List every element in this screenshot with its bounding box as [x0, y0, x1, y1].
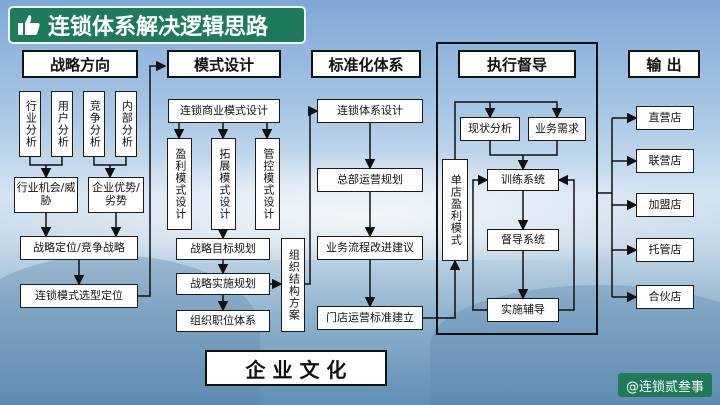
org-position-system-box: 组织职位体系 [176, 310, 270, 332]
store-operation-standard-box: 门店运营标准建立 [317, 306, 423, 330]
header-model-design: 模式设计 [167, 50, 281, 78]
execution-section-frame [436, 42, 598, 335]
business-needs-box: 业务需求 [528, 117, 586, 141]
header-execution: 执行督导 [458, 50, 576, 78]
opportunity-threat-box: 行业机会/威胁 [14, 177, 78, 213]
page-title: 连锁体系解决逻辑思路 [48, 15, 269, 40]
control-model-box: 管控模式设计 [255, 138, 280, 230]
title-banner: 连锁体系解决逻辑思路 [8, 6, 306, 44]
advantage-disadvantage-box: 企业优势/劣势 [88, 177, 144, 213]
output-joint-store: 联营店 [636, 149, 694, 173]
competition-analysis-box: 竞争分析 [83, 91, 105, 157]
chain-model-selection-box: 连锁模式选型定位 [20, 284, 138, 308]
status-analysis-box: 现状分析 [460, 117, 520, 141]
strategic-positioning-box: 战略定位/竞争战略 [20, 236, 138, 260]
output-partner-store: 合伙店 [636, 285, 694, 309]
chain-system-design-box: 连锁体系设计 [317, 99, 423, 123]
profit-model-box: 盈利模式设计 [167, 138, 192, 230]
watermark: @连锁贰叁事 [617, 373, 712, 397]
implementation-coaching-box: 实施辅导 [487, 298, 559, 322]
output-direct-store: 直营店 [636, 106, 694, 130]
header-standardization: 标准化体系 [311, 50, 421, 78]
header-output: 输 出 [628, 50, 700, 78]
industry-analysis-box: 行业分析 [19, 91, 41, 157]
single-store-profit-box: 单店盈利模式 [442, 159, 468, 261]
output-franchise-store: 加盟店 [636, 193, 694, 217]
user-analysis-box: 用户分析 [51, 91, 73, 157]
strategic-goal-planning-box: 战略目标规划 [176, 238, 270, 260]
thumbs-up-icon [16, 12, 42, 38]
training-system-box: 训练系统 [487, 169, 559, 191]
internal-analysis-box: 内部分析 [115, 91, 137, 157]
chain-business-model-box: 连锁商业模式设计 [168, 99, 280, 123]
header-strategy: 战略方向 [22, 50, 138, 78]
output-managed-store: 托管店 [636, 238, 694, 262]
expansion-model-box: 拓展模式设计 [211, 138, 236, 230]
strategic-implementation-box: 战略实施规划 [176, 273, 270, 295]
corporate-culture-bar: 企 业 文 化 [205, 350, 387, 386]
process-improvement-box: 业务流程改进建议 [317, 236, 423, 260]
hq-operation-plan-box: 总部运营规划 [317, 168, 423, 192]
supervision-system-box: 督导系统 [487, 229, 559, 251]
org-structure-plan-box: 组织结构方案 [281, 238, 305, 332]
